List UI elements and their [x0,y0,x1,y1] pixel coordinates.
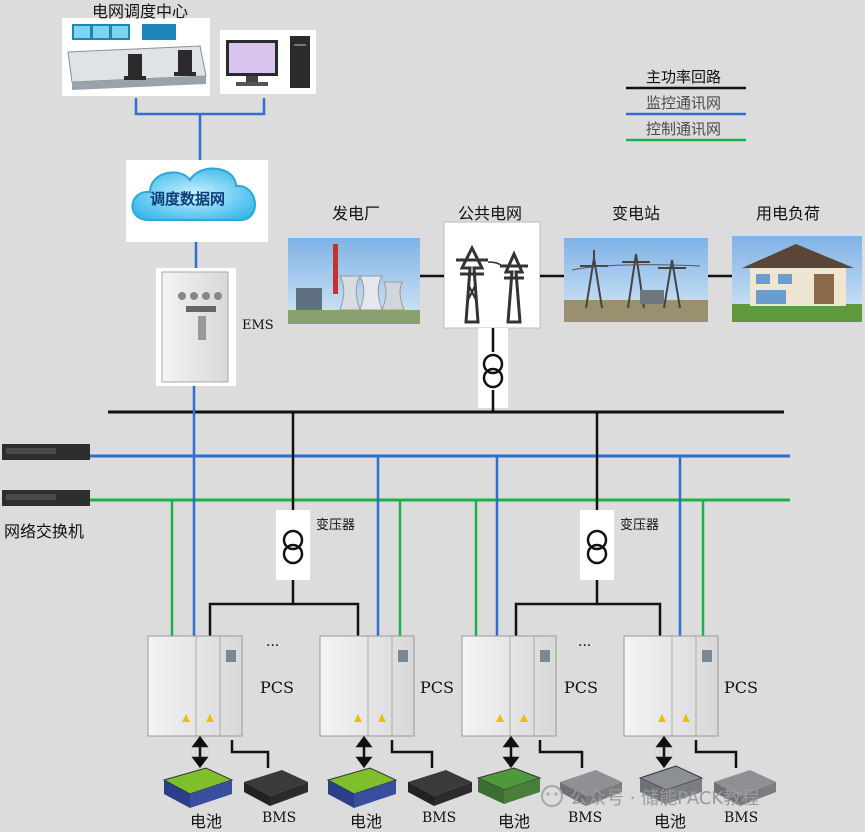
battery-pack-image-3 [476,767,542,804]
battery-label-2: 电池 [350,812,383,831]
transformer-symbol-right [514,412,662,636]
pcs-cabinet-2 [319,635,415,737]
watermark-text: 公众号 · 储能PACK教程 [570,788,760,809]
control-center-image [62,18,210,96]
ellipsis-left: ··· [266,638,280,654]
battery-pack-image-4 [638,765,704,804]
public-grid-label: 公共电网 [458,204,523,223]
legend-label-monitor: 监控通讯网 [646,94,722,112]
pcs-label-4: PCS [724,678,758,697]
monitor-network-link-top [134,98,266,160]
battery-label-1: 电池 [190,812,223,831]
pcs-cabinet-3 [461,635,557,737]
transformer-label-right: 变压器 [620,518,660,533]
load-label: 用电负荷 [756,204,821,223]
bms-box-image-3 [560,770,622,806]
wechat-icon [541,785,563,807]
bms-box-image-4 [714,770,776,806]
battery-label-3: 电池 [498,812,531,831]
substation-image [564,238,708,322]
battery-pcs-arrows [191,735,673,769]
substation-label: 变电站 [612,204,661,223]
bms-label-3: BMS [568,810,603,826]
pcs-label-1: PCS [260,678,294,697]
switch-label: 网络交换机 [4,522,85,541]
bms-label-2: BMS [422,810,457,826]
pcs-cabinet-4 [623,635,719,737]
legend-lines [626,86,746,142]
pcs-cabinet-1 [147,635,243,737]
control-center-label: 电网调度中心 [92,2,189,21]
legend-label-control: 控制通讯网 [646,120,722,138]
dispatch-cloud-image [126,160,268,242]
bms-box-image-2 [408,770,472,806]
pcs-label-3: PCS [564,678,598,697]
legend-label-power: 主功率回路 [646,68,722,86]
ellipsis-right: ··· [578,638,592,654]
bms-label-1: BMS [262,810,297,826]
power-plant-image [288,238,420,324]
bms-label-4: BMS [724,810,759,826]
bms-links [230,740,738,768]
public-grid-image [443,221,541,329]
transformer-symbol-left [208,412,360,636]
pcs-label-2: PCS [420,678,454,697]
ems-label: EMS [242,318,274,333]
comm-drops [170,456,705,636]
grid-transformer-symbol [478,328,508,412]
bms-box-image-1 [244,770,308,806]
power-plant-label: 发电厂 [332,204,381,223]
computer-image [220,30,316,94]
battery-pack-image-2 [326,767,398,808]
ems-cabinet-image [156,268,236,386]
network-switch-image [2,444,90,506]
battery-label-4: 电池 [654,812,687,831]
battery-pack-image-1 [162,767,234,808]
transformer-label-left: 变压器 [316,518,356,533]
cloud-label: 调度数据网 [150,190,226,208]
load-house-image [732,236,862,322]
